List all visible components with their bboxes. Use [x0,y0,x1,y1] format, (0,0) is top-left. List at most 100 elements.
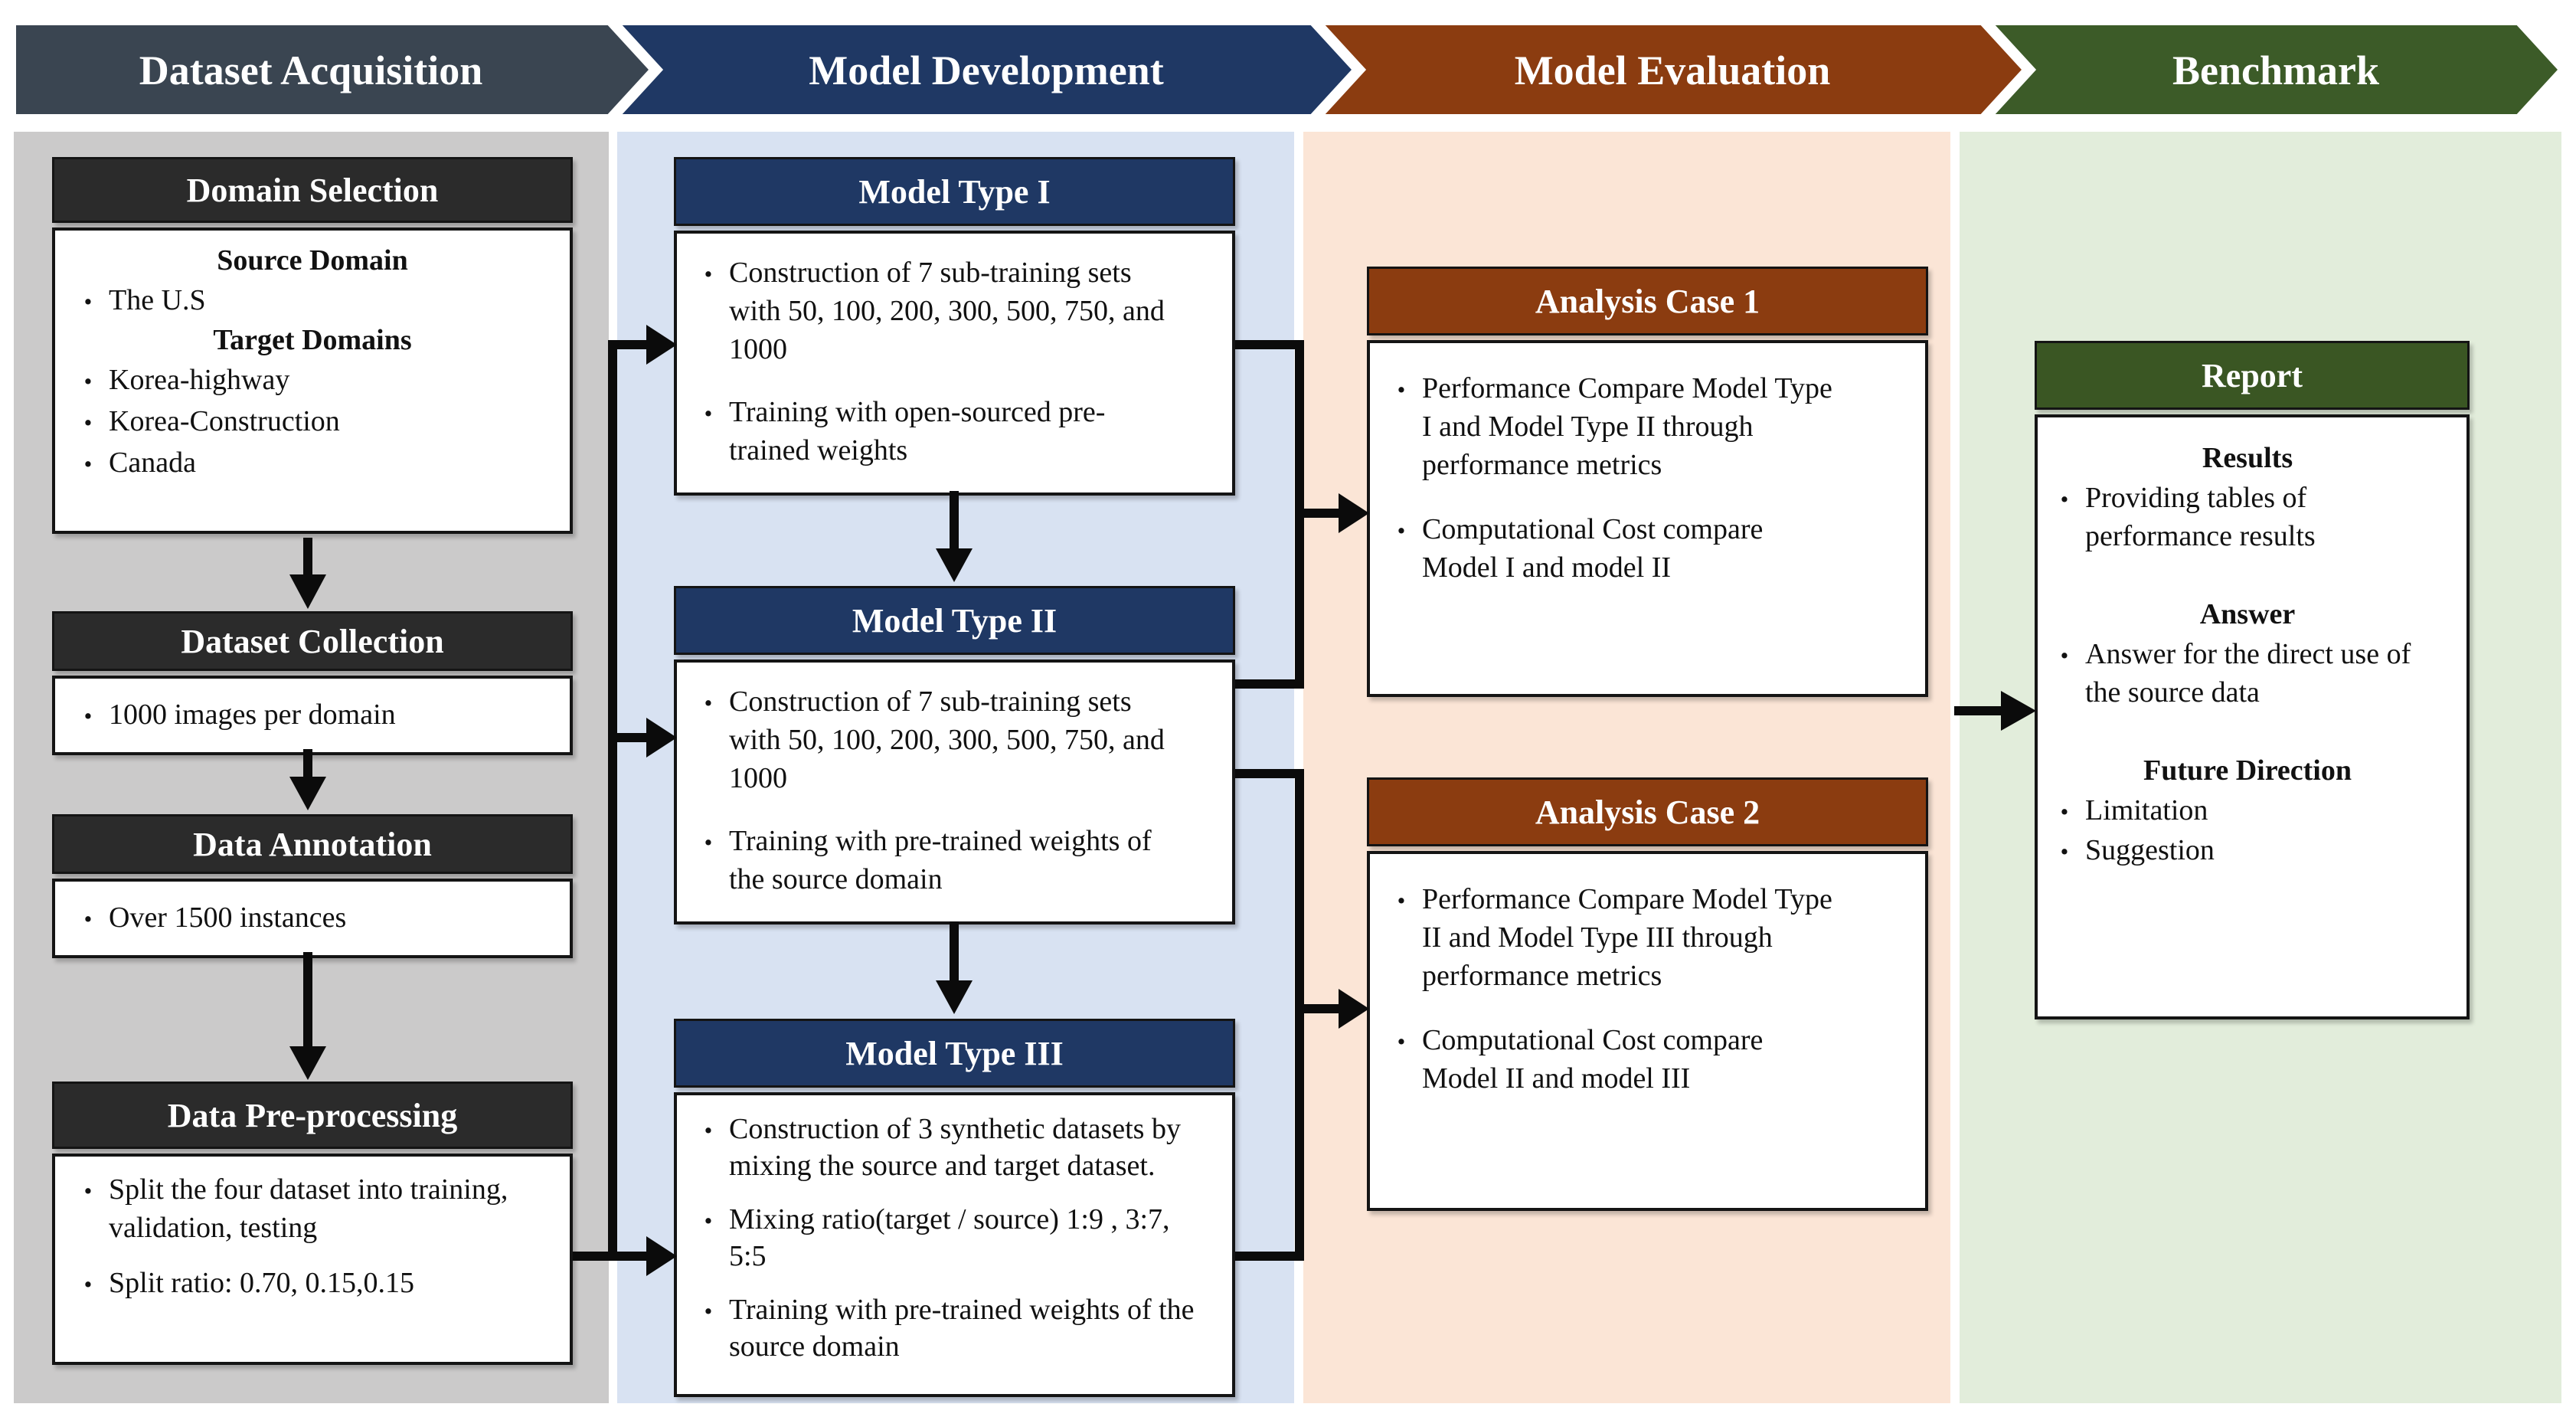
bullet-icon [1381,880,1422,920]
data-preprocessing-title: Data Pre-processing [167,1096,458,1134]
bullet-icon [2044,831,2085,871]
bullet-icon [1381,510,1422,550]
banner-shape-model-evaluation [1315,21,2028,119]
box-model-type-3: Model Type III Construction of 3 synthet… [674,1019,1235,1397]
model-type-1-body: Construction of 7 sub-training sets with… [674,231,1235,496]
analysis-case-1-header: Analysis Case 1 [1367,267,1928,335]
list-item: Providing tables of performance results [2044,479,2451,555]
analysis-case-1-title: Analysis Case 1 [1535,282,1760,320]
report-section-answer: Answer Answer for the direct use of the … [2044,595,2451,712]
bullet-icon [67,1264,109,1304]
list-item: Training with open-sourced pre-trained w… [688,393,1186,470]
list-item: Training with pre-trained weights of the… [688,822,1186,898]
banner-shape-dataset-acquisition [11,21,655,119]
bullet-icon [1381,1021,1422,1061]
banner-label-dataset-acquisition: Dataset Acquisition [139,47,483,93]
model-type-1-title: Model Type I [858,172,1051,211]
future-direction-heading: Future Direction [2143,754,2352,787]
dataset-collection-header: Dataset Collection [52,611,573,671]
target-domains-heading: Target Domains [213,324,412,356]
data-annotation-body: Over 1500 instances [52,879,573,958]
domain-selection-header: Domain Selection [52,157,573,223]
box-model-type-2: Model Type II Construction of 7 sub-trai… [674,586,1235,924]
list-item: Suggestion [2044,831,2451,871]
list-item: Korea-highway [67,361,557,401]
list-item: Split the four dataset into training, va… [67,1170,562,1247]
box-analysis-case-2: Analysis Case 2 Performance Compare Mode… [1367,777,1928,1211]
box-data-annotation: Data Annotation Over 1500 instances [52,814,573,958]
box-analysis-case-1: Analysis Case 1 Performance Compare Mode… [1367,267,1928,697]
bullet-icon [1381,369,1422,409]
report-section-results: Results Providing tables of performance … [2044,439,2451,555]
list-item: Computational Cost compare Model II and … [1381,1021,1852,1098]
data-preprocessing-header: Data Pre-processing [52,1082,573,1149]
answer-heading: Answer [2199,598,2296,630]
list-item: The U.S [67,281,557,321]
bullet-icon [688,1291,729,1330]
model-type-2-header: Model Type II [674,586,1235,655]
data-annotation-header: Data Annotation [52,814,573,874]
analysis-case-2-body: Performance Compare Model Type II and Mo… [1367,851,1928,1211]
list-item: Split ratio: 0.70, 0.15,0.15 [67,1264,562,1304]
list-item: Training with pre-trained weights of the… [688,1291,1201,1365]
list-item: Computational Cost compare Model I and m… [1381,510,1852,587]
list-item: Canada [67,443,557,483]
box-data-preprocessing: Data Pre-processing Split the four datas… [52,1082,573,1365]
list-item: Performance Compare Model Type I and Mod… [1381,369,1852,484]
bullet-icon [67,1170,109,1210]
banner-label-benchmark: Benchmark [2172,47,2379,93]
banner-shape-benchmark [1985,21,2565,119]
domain-selection-title: Domain Selection [186,171,439,209]
list-item: Construction of 7 sub-training sets with… [688,682,1186,797]
analysis-case-1-body: Performance Compare Model Type I and Mod… [1367,340,1928,697]
model-type-2-title: Model Type II [852,601,1058,640]
model-type-3-header: Model Type III [674,1019,1235,1088]
analysis-case-2-title: Analysis Case 2 [1535,793,1760,831]
bullet-icon [67,695,109,735]
list-item: Over 1500 instances [67,898,557,938]
dataset-collection-title: Dataset Collection [181,622,444,660]
list-item: 1000 images per domain [67,695,557,735]
data-preprocessing-body: Split the four dataset into training, va… [52,1154,573,1365]
domain-selection-body: Source Domain The U.S Target Domains Kor… [52,227,573,534]
dataset-collection-body: 1000 images per domain [52,676,573,755]
box-domain-selection: Domain Selection Source Domain The U.S T… [52,157,573,534]
banner-label-model-evaluation: Model Evaluation [1515,47,1831,93]
bullet-icon [2044,791,2085,831]
results-heading: Results [2202,442,2293,474]
box-report: Report Results Providing tables of perfo… [2035,341,2470,1019]
report-title: Report [2202,356,2303,394]
bullet-icon [688,393,729,433]
banner-shape-model-development [612,21,1358,119]
report-body: Results Providing tables of performance … [2035,414,2470,1019]
banner-label-model-development: Model Development [809,47,1163,93]
bullet-icon [67,443,109,483]
bullet-icon [67,402,109,442]
list-item: Korea-Construction [67,402,557,442]
bullet-icon [67,361,109,401]
bullet-icon [688,1111,729,1149]
source-domain-heading: Source Domain [217,244,408,277]
model-type-3-title: Model Type III [845,1034,1064,1072]
bullet-icon [2044,635,2085,675]
bullet-icon [688,682,729,722]
phase-banner-row: Dataset Acquisition Model Development Mo… [11,21,2565,119]
model-type-2-body: Construction of 7 sub-training sets with… [674,659,1235,924]
bullet-icon [67,281,109,321]
list-item: Mixing ratio(target / source) 1:9 , 3:7,… [688,1201,1201,1275]
report-section-future-direction: Future Direction Limitation Suggestion [2044,751,2451,871]
list-item: Construction of 7 sub-training sets with… [688,254,1186,368]
list-item: Construction of 3 synthetic datasets by … [688,1111,1201,1184]
bullet-icon [688,254,729,293]
bullet-icon [688,822,729,862]
bullet-icon [67,898,109,938]
box-model-type-1: Model Type I Construction of 7 sub-train… [674,157,1235,496]
bullet-icon [688,1201,729,1239]
model-type-1-header: Model Type I [674,157,1235,226]
bullet-icon [2044,479,2085,519]
list-item: Performance Compare Model Type II and Mo… [1381,880,1852,995]
model-type-3-body: Construction of 3 synthetic datasets by … [674,1092,1235,1397]
list-item: Limitation [2044,791,2451,831]
box-dataset-collection: Dataset Collection 1000 images per domai… [52,611,573,755]
